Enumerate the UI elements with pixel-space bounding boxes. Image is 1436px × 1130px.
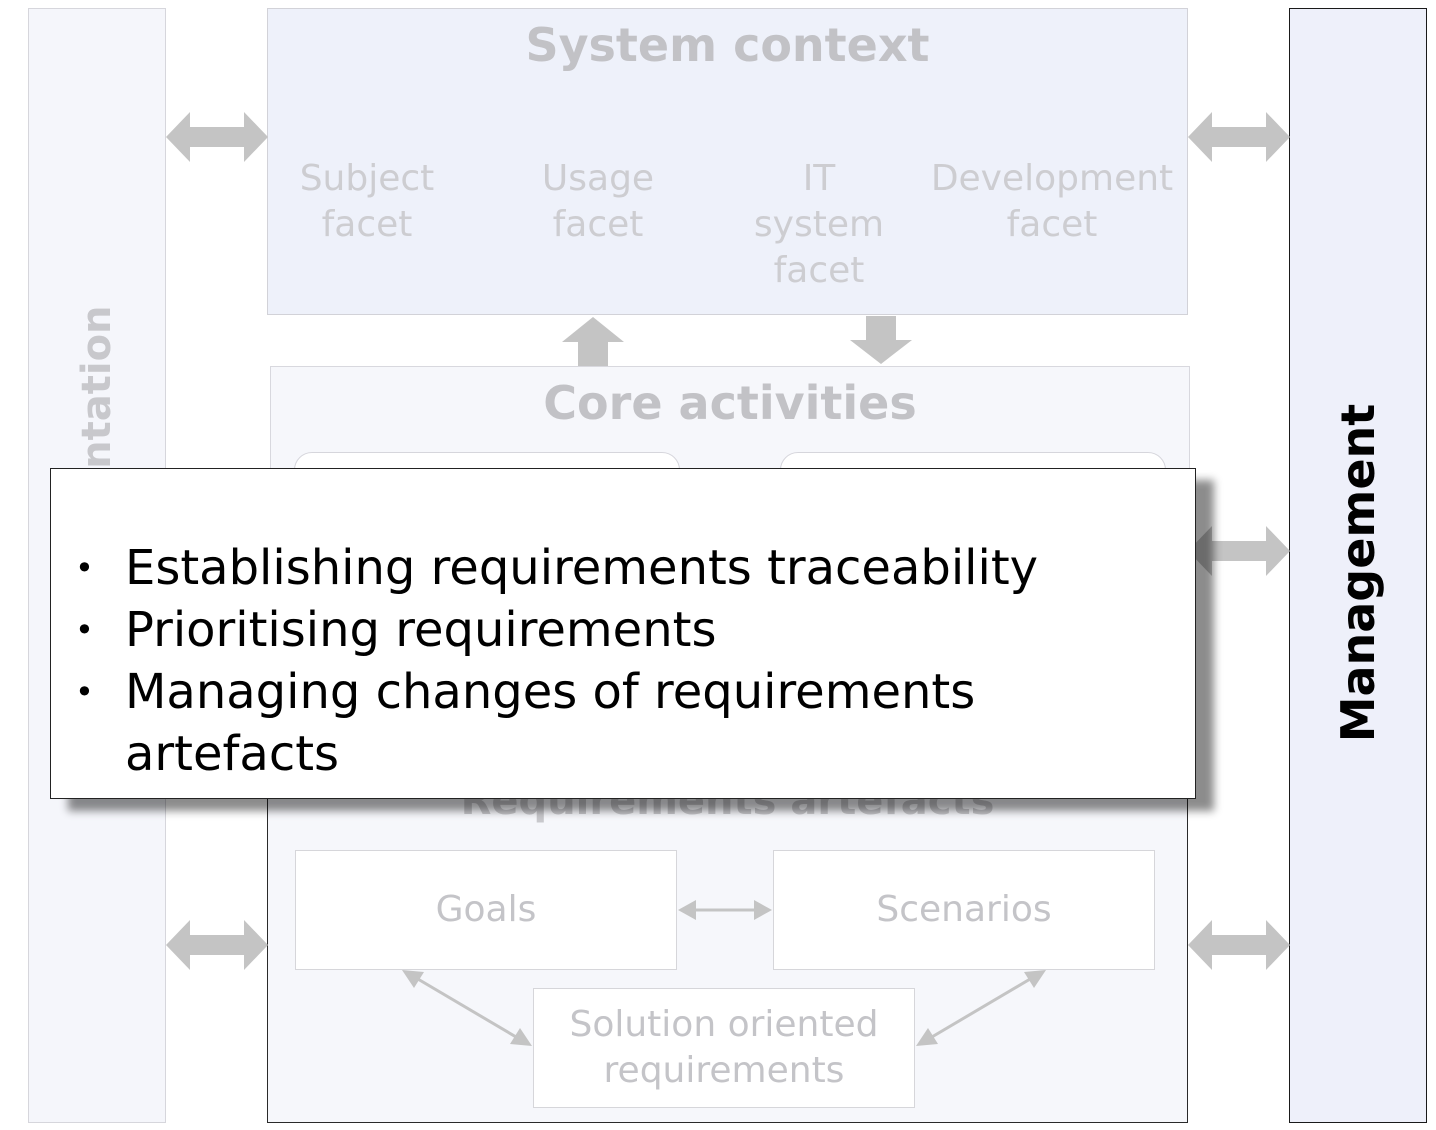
it-system-facet: IT system facet	[753, 158, 885, 291]
goals-box: Goals	[295, 850, 677, 970]
thin-arrow-goals-solution	[405, 970, 529, 1046]
system-context-title: System context	[525, 18, 930, 72]
management-tasks-list: Establishing requirements traceability P…	[75, 537, 1175, 785]
list-item: Establishing requirements traceability	[75, 537, 1175, 599]
development-facet: Development facet	[930, 158, 1174, 245]
goals-label: Goals	[435, 889, 537, 930]
solution-oriented-box: Solution oriented requirements	[533, 988, 915, 1108]
usage-facet: Usage facet	[541, 158, 655, 245]
management-column: Management	[1289, 8, 1427, 1123]
up-arrow-core-context	[562, 317, 624, 366]
list-item: Managing changes of requirements artefac…	[75, 661, 1175, 785]
double-arrow-core-mgmt	[1188, 526, 1290, 576]
management-tasks-popup: Establishing requirements traceability P…	[50, 468, 1196, 799]
scenarios-box: Scenarios	[773, 850, 1155, 970]
double-arrow-artefacts-mgmt	[1188, 920, 1290, 970]
thin-arrow-scenarios-solution	[919, 970, 1043, 1046]
list-item: Prioritising requirements	[75, 599, 1175, 661]
system-context-box	[267, 8, 1188, 315]
core-activities-title: Core activities	[543, 376, 917, 430]
scenarios-label: Scenarios	[876, 889, 1052, 930]
subject-facet: Subject facet	[299, 158, 435, 245]
down-arrow-context-core	[850, 316, 912, 364]
solution-oriented-label: Solution oriented requirements	[569, 1004, 879, 1091]
double-arrow-doc-artefacts	[166, 920, 268, 970]
double-arrow-doc-context	[166, 112, 268, 162]
double-arrow-context-mgmt	[1188, 112, 1290, 162]
